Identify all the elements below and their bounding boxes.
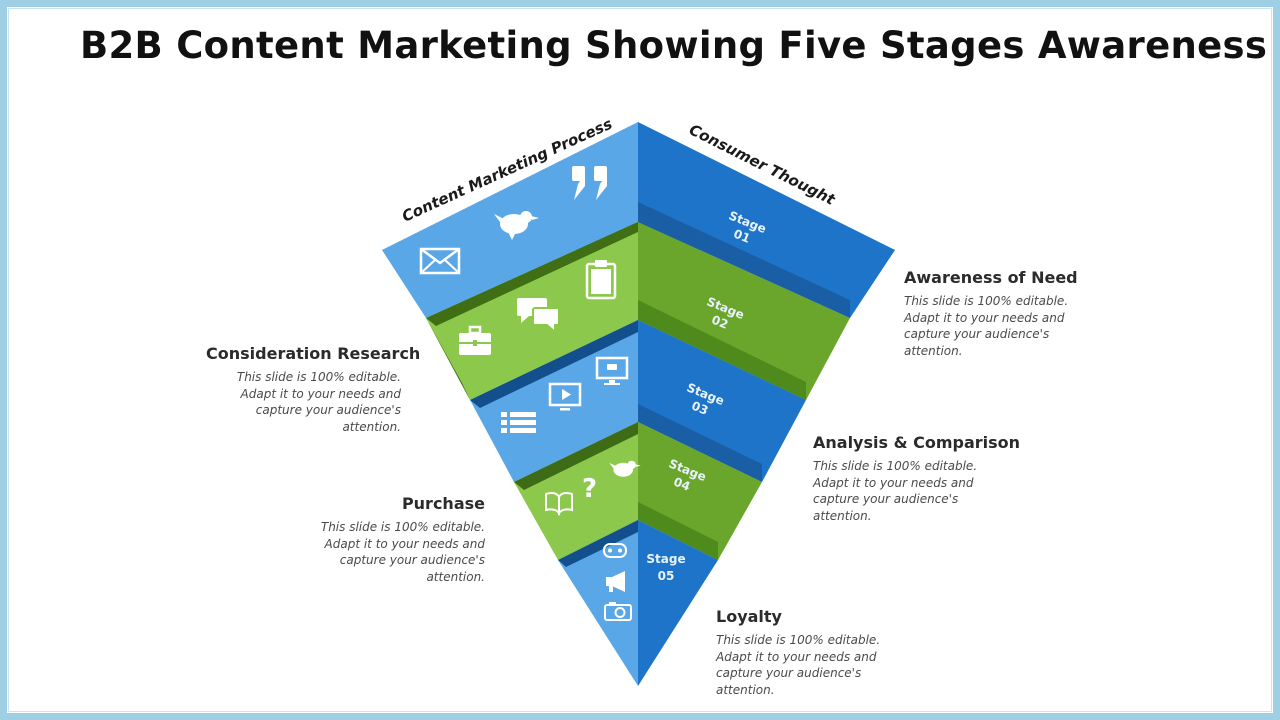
stage-02-heading: Consideration Research: [206, 344, 421, 363]
stage-02-description: Consideration Research This slide is 100…: [206, 344, 421, 435]
stage-05-word: Stage: [646, 552, 685, 566]
bird-icon: [609, 460, 641, 477]
briefcase-icon: [459, 325, 491, 355]
book-icon: [545, 492, 573, 516]
megaphone-icon: [606, 571, 625, 592]
stage-01-text: This slide is 100% editable. Adapt it to…: [904, 294, 1069, 358]
bird-icon: [494, 211, 539, 240]
stage-04-left-face: [514, 422, 638, 560]
camera-icon: [604, 602, 632, 621]
stage-01-right-face: [638, 122, 895, 318]
stage-05-description: Loyalty This slide is 100% editable. Ada…: [716, 607, 911, 698]
gamepad-icon: [603, 543, 627, 558]
stage-05-layer: [558, 520, 718, 686]
stage-03-text: This slide is 100% editable. Adapt it to…: [813, 459, 978, 523]
stage-04-number: 04: [672, 475, 693, 494]
stage-04-left-edge: [514, 422, 638, 490]
stage-02-edge: [638, 300, 806, 400]
stage-02-right-face: [638, 222, 850, 400]
stage-01-heading: Awareness of Need: [904, 268, 1078, 287]
stage-05-right-face: [638, 520, 718, 686]
page-title: B2B Content Marketing Showing Five Stage…: [80, 24, 1268, 67]
stage-04-text: This slide is 100% editable. Adapt it to…: [320, 520, 485, 584]
monitor-chat-icon: [595, 356, 629, 385]
question-icon: ?: [582, 474, 597, 504]
list-icon: [501, 412, 536, 433]
stage-03-number: 03: [690, 399, 711, 418]
stage-04-heading: Purchase: [401, 494, 485, 513]
stage-01-number: 01: [732, 227, 753, 246]
stage-04-edge: [638, 502, 718, 560]
stage-03-heading: Analysis & Comparison: [813, 433, 1021, 452]
stage-04-layer: [514, 422, 762, 560]
stage-05-left-face: [558, 520, 638, 686]
stage-02-left-edge: [426, 222, 638, 326]
stage-05-heading: Loyalty: [716, 607, 782, 626]
quote-icon: [572, 166, 607, 200]
stage-03-description: Analysis & Comparison This slide is 100%…: [813, 433, 1021, 524]
chat-bubbles-icon: [517, 298, 560, 335]
stage-03-left-edge: [470, 320, 638, 408]
stage-02-text: This slide is 100% editable. Adapt it to…: [236, 370, 401, 434]
stage-05-text: This slide is 100% editable. Adapt it to…: [716, 633, 881, 697]
clipboard-icon: [585, 260, 617, 300]
stage-05-number: 05: [658, 569, 675, 583]
envelope-icon: [419, 247, 461, 275]
stage-01-edge: [638, 202, 850, 318]
stage-05-tag: Stage 05: [646, 552, 685, 583]
stage-01-description: Awareness of Need This slide is 100% edi…: [904, 268, 1099, 359]
stage-02-number: 02: [710, 313, 731, 332]
stage-04-description: Purchase This slide is 100% editable. Ad…: [290, 494, 485, 585]
stage-02-bottom-shadow: [426, 318, 470, 400]
stage-05-left-edge: [558, 520, 638, 567]
stage-03-edge: [638, 404, 762, 482]
video-play-icon: [548, 382, 582, 411]
